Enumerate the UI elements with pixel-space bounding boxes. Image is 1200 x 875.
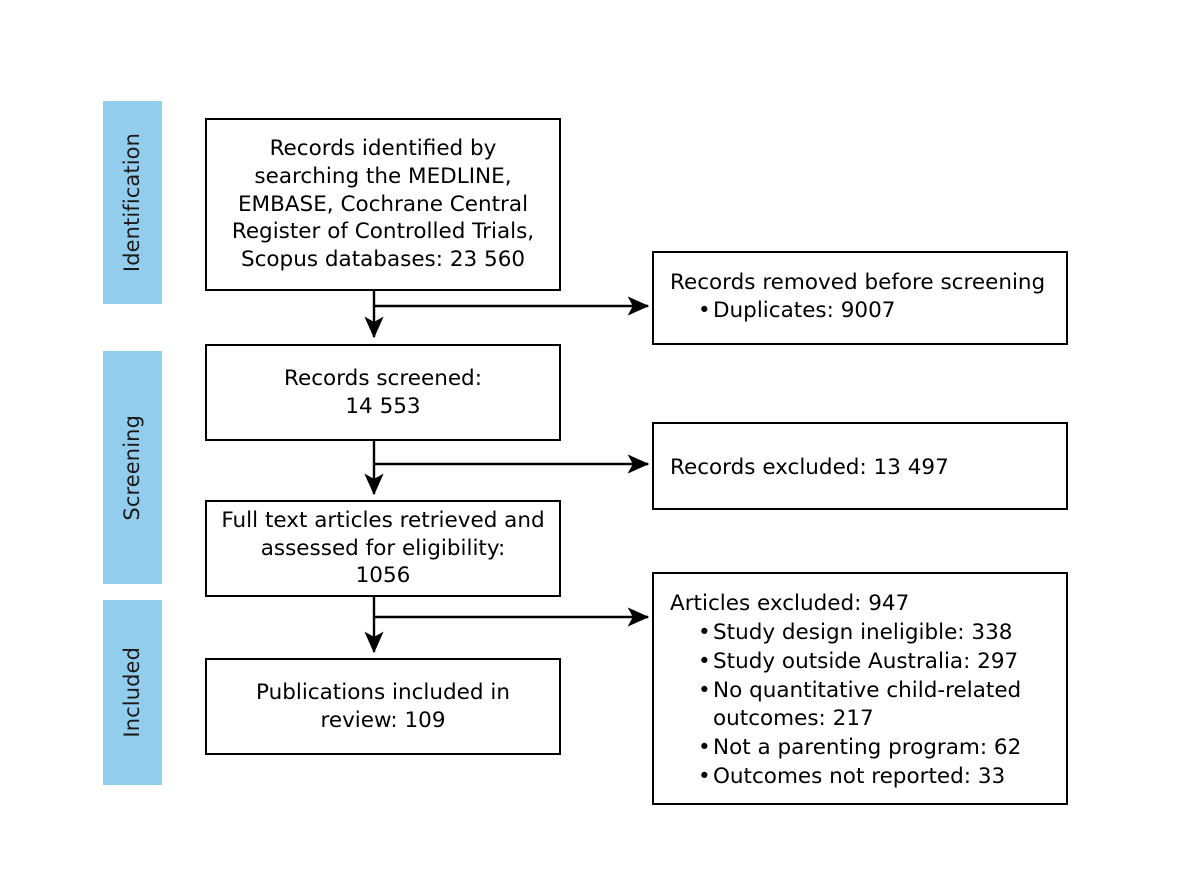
list-item: Outcomes not reported: 33 bbox=[698, 763, 1054, 791]
box-articles-excluded: Articles excluded: 947 Study design inel… bbox=[652, 572, 1068, 805]
box-records-screened-text: Records screened: 14 553 bbox=[284, 365, 482, 419]
box-records-removed-list: Duplicates: 9007 bbox=[670, 297, 1054, 325]
box-records-removed-heading: Records removed before screening bbox=[670, 270, 1046, 295]
stage-label-identification: Identification bbox=[120, 132, 144, 273]
box-publications-included: Publications included in review: 109 bbox=[205, 658, 561, 755]
box-records-identified: Records identified by searching the MEDL… bbox=[205, 118, 561, 291]
box-articles-excluded-heading: Articles excluded: 947 bbox=[670, 591, 910, 616]
box-records-removed: Records removed before screening Duplica… bbox=[652, 251, 1068, 345]
list-item: Study design ineligible: 338 bbox=[698, 619, 1054, 647]
stage-label-included: Included bbox=[120, 647, 144, 738]
list-item: Duplicates: 9007 bbox=[698, 297, 1054, 325]
box-records-excluded-heading: Records excluded: 13 497 bbox=[670, 455, 949, 481]
box-records-excluded: Records excluded: 13 497 bbox=[652, 422, 1068, 510]
box-records-identified-text: Records identified by searching the MEDL… bbox=[231, 135, 535, 273]
box-full-text-assessed-text: Full text articles retrieved and assesse… bbox=[221, 507, 545, 589]
stage-bar-screening: Screening bbox=[103, 351, 162, 584]
stage-bar-included: Included bbox=[103, 600, 162, 785]
stage-label-screening: Screening bbox=[120, 414, 144, 521]
stage-bar-identification: Identification bbox=[103, 101, 162, 304]
box-records-screened: Records screened: 14 553 bbox=[205, 344, 561, 441]
list-item: Study outside Australia: 297 bbox=[698, 648, 1054, 676]
box-articles-excluded-list: Study design ineligible: 338 Study outsi… bbox=[670, 619, 1054, 791]
list-item: Not a parenting program: 62 bbox=[698, 734, 1054, 762]
list-item: No quantitative child-related outcomes: … bbox=[698, 677, 1054, 733]
box-publications-included-text: Publications included in review: 109 bbox=[255, 679, 510, 733]
box-full-text-assessed: Full text articles retrieved and assesse… bbox=[205, 500, 561, 597]
